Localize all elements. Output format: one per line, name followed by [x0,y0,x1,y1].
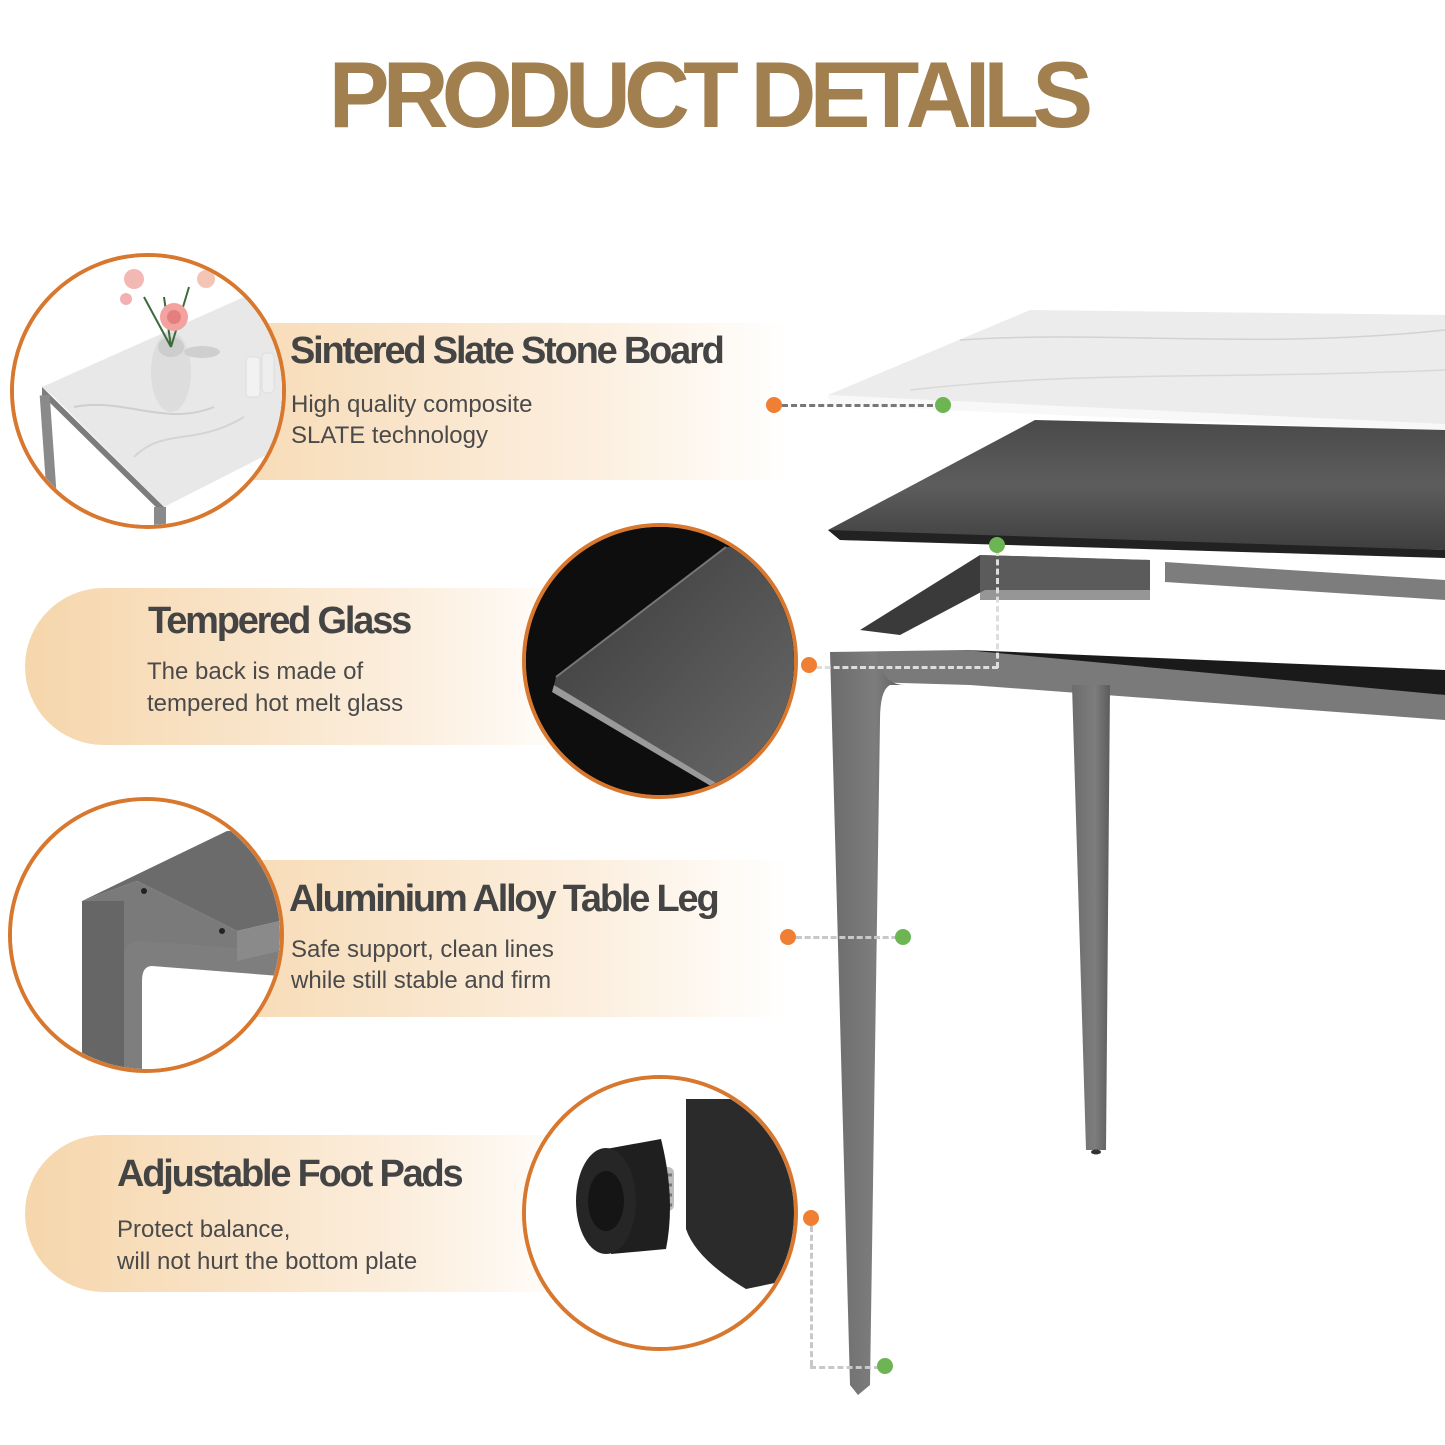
feature-desc-aluminium-leg-1: Safe support, clean lines [291,936,554,963]
connector-line-foot-pads-h [810,1366,880,1369]
connector-line-sintered-slate [782,404,942,407]
glass-panel-illustration [526,527,794,795]
feature-desc-sintered-slate-2: SLATE technology [291,422,489,449]
connector-dot-aluminium-leg-end [895,929,911,945]
feature-banner-tempered-glass [25,588,585,745]
feature-title-foot-pads: Adjustable Foot Pads [117,1153,464,1195]
marble-top-layer [828,310,1445,430]
marble-tabletop-image [10,253,286,529]
aluminium-leg-image [8,797,284,1073]
feature-title-sintered-slate: Sintered Slate Stone Board [290,330,725,372]
connector-line-tempered-glass-h [816,666,998,669]
feature-desc-tempered-glass-1: The back is made of [147,658,364,685]
feature-title-tempered-glass: Tempered Glass [148,600,412,642]
front-leg [830,652,905,1395]
page-title: PRODUCT DETAILS [328,42,1093,147]
feature-desc-foot-pads-1: Protect balance, [117,1216,291,1243]
table-exploded-diagram [828,310,1445,1395]
tempered-glass-image [522,523,798,799]
connector-dot-tempered-glass-start [801,657,817,673]
feature-desc-tempered-glass-2: tempered hot melt glass [147,690,404,717]
connector-dot-foot-pads-start [803,1210,819,1226]
feature-banner-foot-pads [25,1135,585,1292]
table-corner-illustration [12,801,280,1069]
feature-desc-foot-pads-2: will not hurt the bottom plate [117,1248,418,1275]
tempered-glass-layer [828,420,1445,550]
feature-desc-aluminium-leg-2: while still stable and firm [291,967,552,994]
connector-dot-foot-pads-end [877,1358,893,1374]
connector-dot-sintered-slate-start [766,397,782,413]
feature-desc-sintered-slate-1: High quality composite [291,391,533,418]
connector-dot-aluminium-leg-start [780,929,796,945]
foot-pad-illustration [526,1079,794,1347]
marble-table-illustration [14,257,282,525]
connector-line-foot-pads-v [810,1226,813,1366]
connector-line-tempered-glass-v [996,550,999,668]
feature-title-aluminium-leg: Aluminium Alloy Table Leg [289,878,720,920]
connector-dot-sintered-slate-end [935,397,951,413]
back-leg [1072,685,1110,1150]
connector-dot-tempered-glass-end [989,537,1005,553]
connector-line-aluminium-leg [796,936,906,939]
foot-pad-image [522,1075,798,1351]
